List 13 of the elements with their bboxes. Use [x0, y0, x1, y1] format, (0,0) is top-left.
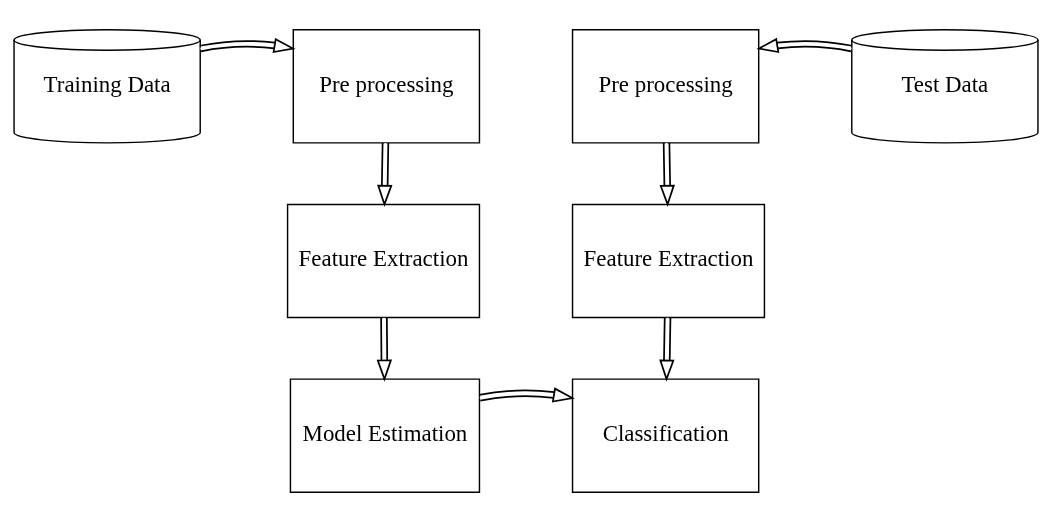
node-box: Classification: [571, 377, 760, 493]
node-box: Feature Extraction: [286, 203, 481, 318]
arrow: [659, 316, 675, 382]
node-box: Feature Extraction: [571, 203, 766, 318]
arrow: [659, 141, 675, 207]
arrow: [377, 141, 393, 207]
node-box: Pre processing: [292, 28, 481, 144]
arrow: [376, 316, 393, 382]
node-box: Model Estimation: [289, 377, 481, 493]
arrow: [198, 37, 296, 53]
arrow: [756, 37, 853, 53]
arrow: [478, 386, 575, 403]
node-box: Pre processing: [571, 28, 760, 144]
